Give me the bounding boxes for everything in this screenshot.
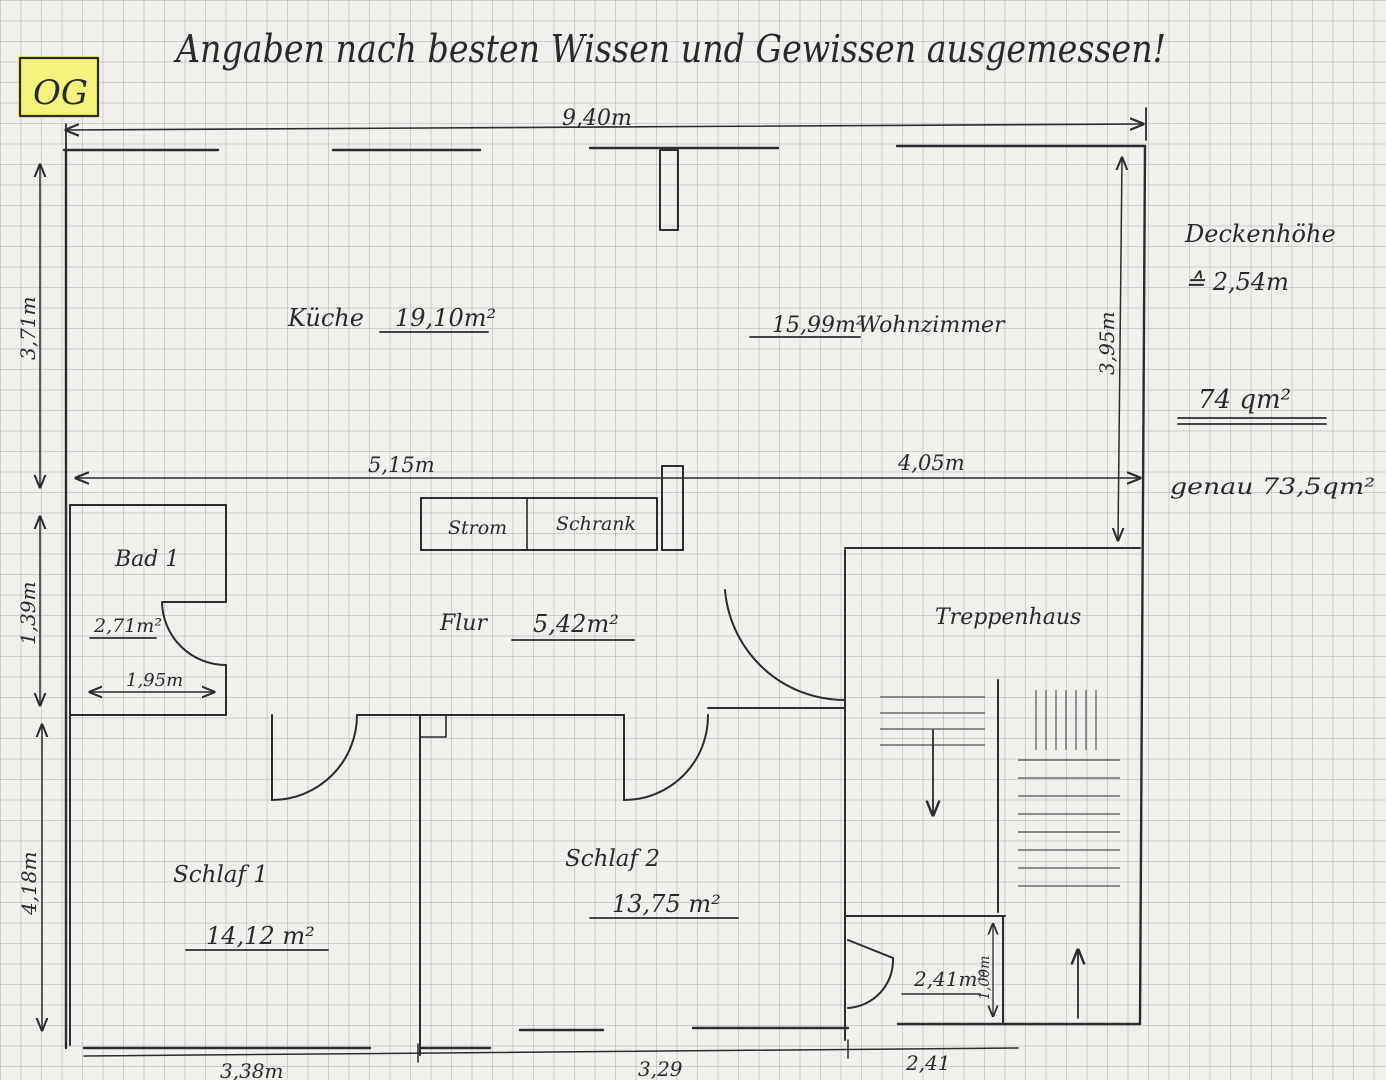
right-dimension: 3,95m	[1095, 158, 1122, 540]
label-strom: Strom	[448, 517, 507, 539]
room-schlaf1-area: 14,12 m²	[206, 922, 315, 950]
room-wohnzimmer-area: 15,99m²	[772, 313, 865, 338]
dim-total-width-label: 9,40m	[562, 106, 632, 131]
room-schlaf1-name: Schlaf 1	[173, 862, 268, 888]
floor-tag-box	[18, 56, 100, 118]
dim-living-width: 4,05m	[897, 451, 965, 475]
room-kueche-area: 19,10m²	[395, 304, 496, 332]
label-schrank: Schrank	[556, 513, 636, 535]
chimney-lower	[661, 465, 684, 551]
dim-left-top: 3,71m	[16, 297, 40, 361]
dim-bad-width-label: 1,95m	[126, 670, 183, 691]
label-treppenhaus: Treppenhaus	[935, 605, 1081, 630]
room-wohnzimmer: 15,99m² Wohnzimmer	[749, 313, 1006, 338]
floor-tag: OG	[33, 73, 88, 113]
page-title: Angaben nach besten Wissen und Gewissen …	[173, 27, 1166, 71]
header: OG Angaben nach besten Wissen und Gewiss…	[18, 27, 1166, 118]
exterior-walls	[62, 144, 1147, 1050]
staircase	[880, 690, 1120, 1019]
left-dimensions: 3,71m 1,39m 4,18m	[16, 165, 42, 1030]
room-wohnzimmer-name: Wohnzimmer	[858, 313, 1006, 338]
dim-total-width: 9,40m	[66, 106, 1147, 151]
room-schlaf2: Schlaf 2 13,75 m²	[565, 846, 739, 919]
room-schlaf2-name: Schlaf 2	[565, 846, 660, 872]
ceiling-label: Deckenhöhe	[1184, 220, 1336, 248]
room-kueche: Küche 19,10m²	[287, 304, 496, 333]
ceiling-value: ≙ 2,54m	[1185, 268, 1289, 296]
exact-area: genau 73,5qm²	[1170, 475, 1375, 500]
cabinet-box	[420, 497, 658, 551]
floor-tag-highlight	[18, 56, 100, 118]
dim-kitchen-width: 5,15m	[368, 453, 435, 477]
room-abstell: 2,41m² 1,00m	[901, 924, 993, 1016]
room-flur-name: Flur	[439, 611, 488, 636]
room-schlaf1: Schlaf 1 14,12 m²	[173, 862, 329, 951]
room-flur: Flur 5,42m²	[439, 610, 635, 641]
room-kueche-name: Küche	[287, 304, 364, 332]
bottom-dimensions: 3,38m 3,29 2,41	[83, 1039, 1019, 1080]
room-bad-area: 2,71m²	[93, 615, 162, 637]
room-schlaf2-area: 13,75 m²	[612, 890, 721, 918]
dim-bottom-mid: 3,29	[638, 1057, 683, 1080]
chimney	[659, 149, 679, 231]
dim-bad-width: 1,95m	[90, 670, 214, 692]
room-bad-name: Bad 1	[114, 547, 179, 572]
interior-walls	[69, 465, 1140, 1056]
room-abstell-area: 2,41m²	[913, 967, 986, 991]
room-flur-area: 5,42m²	[533, 610, 619, 638]
dim-left-bottom: 4,18m	[17, 852, 41, 917]
doors	[161, 589, 895, 1009]
dim-right-height: 3,95m	[1095, 312, 1119, 376]
dim-abstell-side: 1,00m	[977, 956, 993, 1000]
room-bad: Bad 1 2,71m²	[89, 547, 179, 639]
dim-bottom-right: 2,41	[905, 1051, 951, 1075]
dim-bottom-left: 3,38m	[220, 1059, 284, 1080]
total-area: 74 qm²	[1198, 385, 1291, 415]
dim-left-mid: 1,39m	[16, 582, 40, 646]
side-notes: Deckenhöhe ≙ 2,54m 74 qm² genau 73,5qm²	[1170, 220, 1375, 500]
